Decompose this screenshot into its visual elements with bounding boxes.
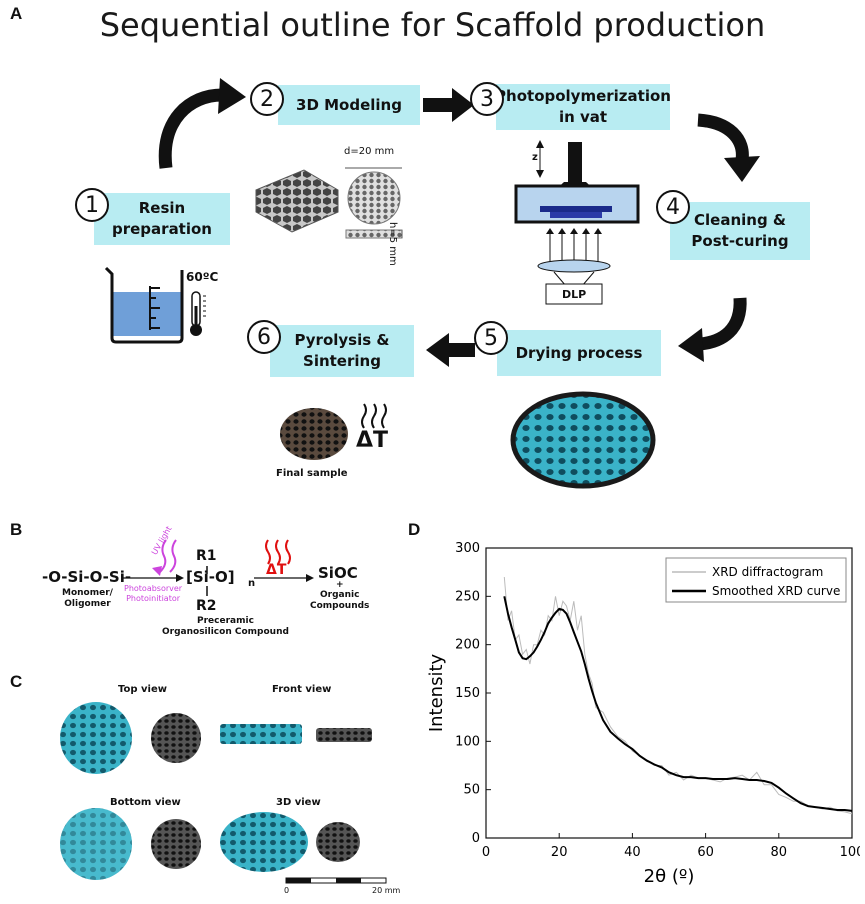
dimension-d-label: d=20 mm	[344, 146, 395, 157]
final-sample-label: Final sample	[276, 468, 348, 479]
panel-letter-c: C	[10, 672, 23, 691]
view-label-front: Front view	[272, 684, 332, 695]
chart-series-line-1	[503, 596, 853, 812]
panel-letter-d: D	[408, 520, 421, 539]
scale-bar-end: 20 mm	[372, 886, 401, 895]
step-box-3: Photopolymerization in vat	[495, 84, 671, 130]
heat-waves-icon	[361, 403, 387, 429]
step-number-4: 4	[656, 190, 690, 224]
xrd-chart: 0 20 40 60 80 100 0 50 100 150 200 250 300 XRD diffr…	[426, 541, 860, 887]
chart-y-tick-label: 50	[463, 783, 480, 798]
reaction-delta-t: ΔT	[266, 562, 287, 578]
step-number-6: 6	[247, 320, 281, 354]
printed-scaffold-photo	[510, 391, 656, 489]
product-formula: SiOC	[318, 564, 358, 582]
panel-letter-b: B	[10, 520, 23, 539]
monomer-formula: -O-Si-O-Si-	[42, 568, 132, 586]
view-label-top: Top view	[118, 684, 167, 695]
chart-x-axis-label: 2θ (º)	[644, 866, 695, 887]
uv-wave-2	[169, 539, 177, 573]
chart-y-tick-label: 250	[455, 589, 480, 604]
chart-y-tick-label: 150	[455, 686, 480, 701]
product-plus: +	[336, 580, 344, 590]
thermometer-icon	[190, 291, 206, 336]
arrow-5-6-head	[426, 333, 449, 367]
delta-t-label: ΔT	[356, 428, 389, 453]
arrow-5-6	[447, 343, 475, 357]
step-box-6: Pyrolysis & Sintering	[270, 325, 414, 377]
uv-wave-1	[159, 539, 167, 573]
chart-y-tick-label: 0	[472, 831, 480, 846]
preceramic-label: Preceramic Organosilicon Compound	[162, 616, 289, 637]
curved-arrow-4-5-head	[678, 328, 704, 362]
chart-y-tick-label: 300	[455, 541, 480, 556]
step-box-5: Drying process	[497, 330, 661, 376]
chart-y-tick-label: 100	[455, 734, 480, 749]
step-number-3: 3	[470, 82, 504, 116]
polymer-subscript: n	[248, 578, 256, 589]
curved-arrow-3-4-head	[724, 156, 760, 182]
chart-legend-label-1: Smoothed XRD curve	[712, 584, 840, 598]
final-sample-photo	[280, 408, 348, 460]
curved-arrow-4-5	[699, 297, 747, 351]
dlp-label: DLP	[562, 288, 587, 301]
step-box-2: 3D Modeling	[278, 85, 420, 125]
polymer-formula: [Si-O]	[186, 568, 235, 586]
r1-label: R1	[196, 548, 217, 564]
arrow-2-3-head	[452, 88, 474, 122]
chart-x-tick-label: 80	[771, 845, 788, 860]
curved-arrow-1-2	[158, 88, 223, 169]
scale-bar	[285, 877, 387, 884]
z-axis-label: z	[532, 152, 538, 163]
chart-x-tick-label: 100	[840, 845, 860, 860]
chart-x-tick-label: 20	[551, 845, 568, 860]
view-label-3d: 3D view	[276, 797, 321, 808]
step-number-1: 1	[75, 188, 109, 222]
chart-series-line-0	[503, 576, 853, 815]
chart-legend-box	[665, 557, 847, 603]
monomer-label: Monomer/ Oligomer	[62, 588, 113, 609]
chart-legend-label-0: XRD diffractogram	[712, 565, 823, 579]
dimension-h-label: h=5 mm	[387, 222, 398, 266]
step-box-4: Cleaning & Post-curing	[670, 202, 810, 260]
reaction-scheme	[122, 539, 314, 596]
chart-y-axis-label: Intensity	[426, 653, 447, 732]
curved-arrow-1-2-head	[218, 78, 246, 114]
panel-letter-a: A	[10, 4, 23, 23]
chart-x-tick-label: 40	[624, 845, 641, 860]
arrow-2-3	[423, 98, 453, 112]
chart-x-tick-label: 0	[482, 845, 490, 860]
view-label-bottom: Bottom view	[110, 797, 181, 808]
curved-arrow-3-4	[697, 113, 749, 161]
step-number-2: 2	[250, 82, 284, 116]
scaffold-3d-model	[255, 169, 339, 233]
scaffold-views-photos	[60, 702, 372, 880]
step-number-5: 5	[474, 321, 508, 355]
organic-compounds-label: Organic Compounds	[310, 590, 370, 611]
scaffold-dimension-drawing	[345, 167, 403, 239]
beaker-icon	[104, 266, 206, 344]
temperature-label: 60ºC	[186, 270, 219, 284]
chart-y-tick-label: 200	[455, 638, 480, 653]
step-box-1: Resin preparation	[94, 193, 230, 245]
r2-label: R2	[196, 598, 217, 614]
figure-title: Sequential outline for Scaffold producti…	[99, 6, 766, 44]
scale-bar-start: 0	[284, 886, 290, 895]
photoabsorber-label: Photoabsorver Photoinitiator	[124, 584, 183, 603]
resin-liquid	[112, 292, 182, 336]
dlp-printer-diagram	[514, 140, 640, 305]
process-arrows	[158, 78, 760, 367]
chart-x-tick-label: 60	[697, 845, 714, 860]
